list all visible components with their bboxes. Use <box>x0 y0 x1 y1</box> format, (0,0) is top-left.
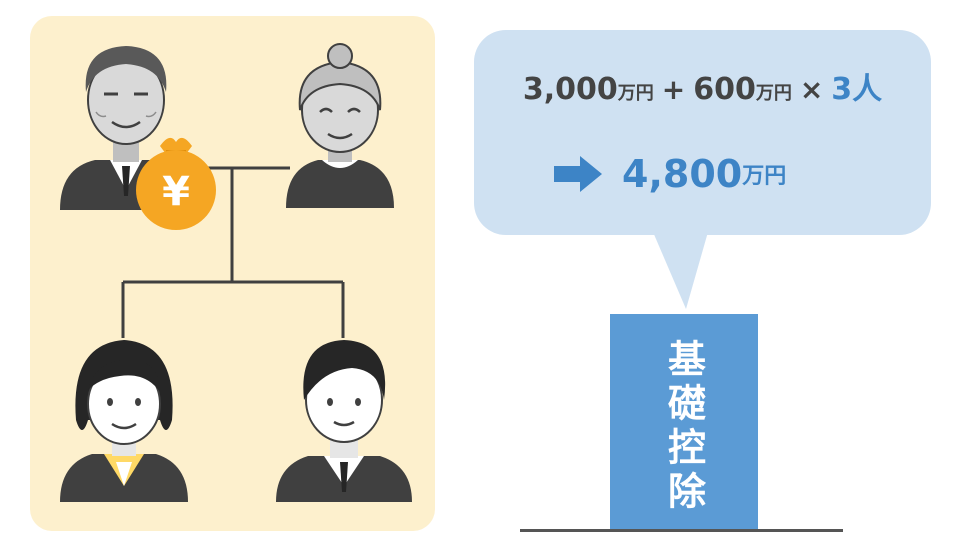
per-person-amount: 600 <box>693 72 756 107</box>
pillar-label: 基礎控除 <box>661 339 706 515</box>
grandmother-icon <box>286 43 394 208</box>
heir-count: 3人 <box>831 72 883 107</box>
base-unit: 万円 <box>617 83 654 104</box>
plus-sign: + <box>661 73 686 106</box>
daughter-icon <box>60 340 188 502</box>
basic-deduction-pillar: 基礎控除 <box>610 314 758 530</box>
times-sign: × <box>799 73 824 106</box>
result-unit: 万円 <box>742 164 787 189</box>
per-person-unit: 万円 <box>755 83 792 104</box>
base-amount: 3,000 <box>522 72 618 107</box>
baseline <box>520 529 843 532</box>
yen-symbol: ¥ <box>162 169 190 215</box>
tree-lines <box>121 166 345 338</box>
formula: 3,000万円+600万円×3人 <box>474 64 931 108</box>
result-amount: 4,800 <box>622 152 743 196</box>
son-icon <box>276 340 412 502</box>
bubble-tail <box>650 225 710 309</box>
money-bag-icon: ¥ <box>136 137 216 230</box>
arrow-right-icon <box>554 156 602 192</box>
